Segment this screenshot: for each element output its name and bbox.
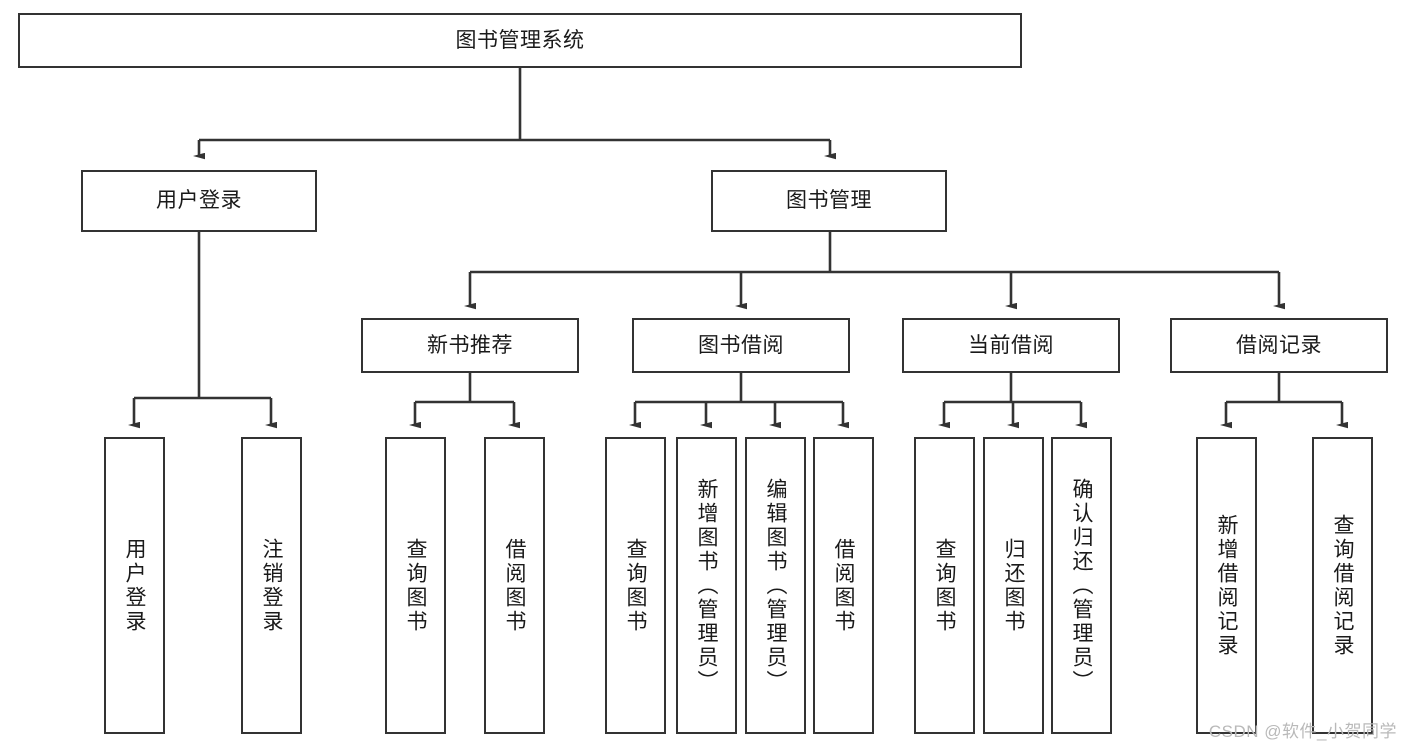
edges-root-to-level2	[193, 68, 836, 160]
leaf-edit-book-admin[interactable]: 编辑图书（管理员）	[745, 437, 806, 734]
node-book-management[interactable]: 图书管理	[711, 170, 947, 232]
node-new-book-recommendation[interactable]: 新书推荐	[361, 318, 579, 373]
node-book-borrowing[interactable]: 图书借阅	[632, 318, 850, 373]
leaf-logout[interactable]: 注销登录	[241, 437, 302, 734]
node-label: 查询图书	[404, 537, 427, 634]
node-label: 当前借阅	[968, 333, 1054, 357]
node-label: 查询借阅记录	[1331, 513, 1354, 658]
edges-book-borrow-to-leaves	[629, 373, 849, 429]
watermark-text: CSDN @软件_小贺同学	[1208, 722, 1397, 741]
node-label: 用户登录	[123, 537, 146, 634]
node-label: 查询图书	[933, 537, 956, 634]
node-label: 查询图书	[624, 537, 647, 634]
edges-book-mgmt-to-level3	[464, 232, 1285, 310]
node-label: 借阅图书	[503, 537, 526, 634]
leaf-user-login[interactable]: 用户登录	[104, 437, 165, 734]
leaf-query-book-new-rec[interactable]: 查询图书	[385, 437, 446, 734]
leaf-confirm-return-admin[interactable]: 确认归还（管理员）	[1051, 437, 1112, 734]
node-label: 借阅记录	[1236, 333, 1322, 357]
node-label: 图书借阅	[698, 333, 784, 357]
leaf-query-book-current[interactable]: 查询图书	[914, 437, 975, 734]
leaf-add-book-admin[interactable]: 新增图书（管理员）	[676, 437, 737, 734]
node-user-login[interactable]: 用户登录	[81, 170, 317, 232]
leaf-borrow-book-borrowing[interactable]: 借阅图书	[813, 437, 874, 734]
leaf-query-book-borrowing[interactable]: 查询图书	[605, 437, 666, 734]
edges-user-login-to-leaves	[128, 232, 277, 429]
edges-new-book-rec-to-leaves	[409, 373, 520, 429]
leaf-add-borrow-record[interactable]: 新增借阅记录	[1196, 437, 1257, 734]
edges-current-borrow-to-leaves	[938, 373, 1087, 429]
node-label: 新增借阅记录	[1215, 513, 1238, 658]
node-label: 图书管理系统	[455, 28, 585, 52]
leaf-return-book[interactable]: 归还图书	[983, 437, 1044, 734]
node-current-borrowing[interactable]: 当前借阅	[902, 318, 1120, 373]
node-label: 新书推荐	[427, 333, 513, 357]
node-label: 归还图书	[1002, 537, 1025, 634]
leaf-query-borrow-record[interactable]: 查询借阅记录	[1312, 437, 1373, 734]
node-book-management-system[interactable]: 图书管理系统	[18, 13, 1022, 68]
node-borrowing-record[interactable]: 借阅记录	[1170, 318, 1388, 373]
leaf-borrow-book-new-rec[interactable]: 借阅图书	[484, 437, 545, 734]
node-label: 确认归还（管理员）	[1070, 477, 1093, 694]
node-label: 借阅图书	[832, 537, 855, 634]
node-label: 图书管理	[786, 189, 872, 213]
edges-borrow-record-to-leaves	[1220, 373, 1348, 429]
node-label: 用户登录	[156, 189, 242, 213]
node-label: 新增图书（管理员）	[695, 477, 718, 694]
node-label: 注销登录	[260, 537, 283, 634]
node-label: 编辑图书（管理员）	[764, 477, 787, 694]
